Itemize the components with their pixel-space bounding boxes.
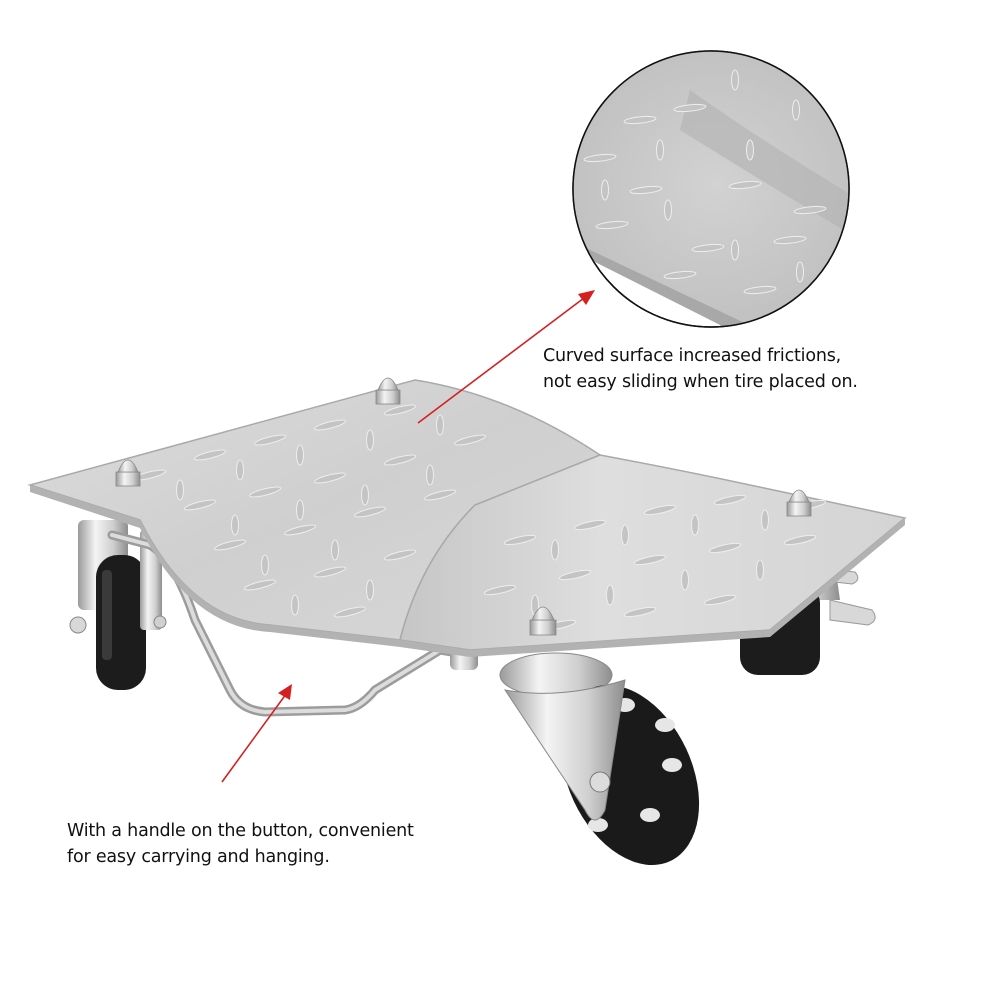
acorn-nut [115, 459, 141, 487]
caster-wheel-front [499, 652, 700, 865]
annotation-line: not easy sliding when tire placed on. [543, 372, 858, 392]
annotation-arrow-handle [221, 684, 292, 783]
acorn-nut [786, 489, 812, 517]
annotation-line: Curved surface increased frictions, [543, 346, 842, 366]
annotation-line: for easy carrying and hanging. [67, 847, 330, 867]
annotation-curved-surface: Curved surface increased frictions, not … [543, 343, 858, 395]
annotation-arrow-surface [417, 290, 595, 424]
acorn-nut [529, 606, 557, 636]
annotation-line: With a handle on the button, convenient [67, 821, 414, 841]
detail-inset [572, 50, 850, 328]
diamond-plate-surface [27, 379, 907, 657]
annotation-handle: With a handle on the button, convenient … [67, 818, 414, 870]
acorn-nut [375, 377, 401, 405]
